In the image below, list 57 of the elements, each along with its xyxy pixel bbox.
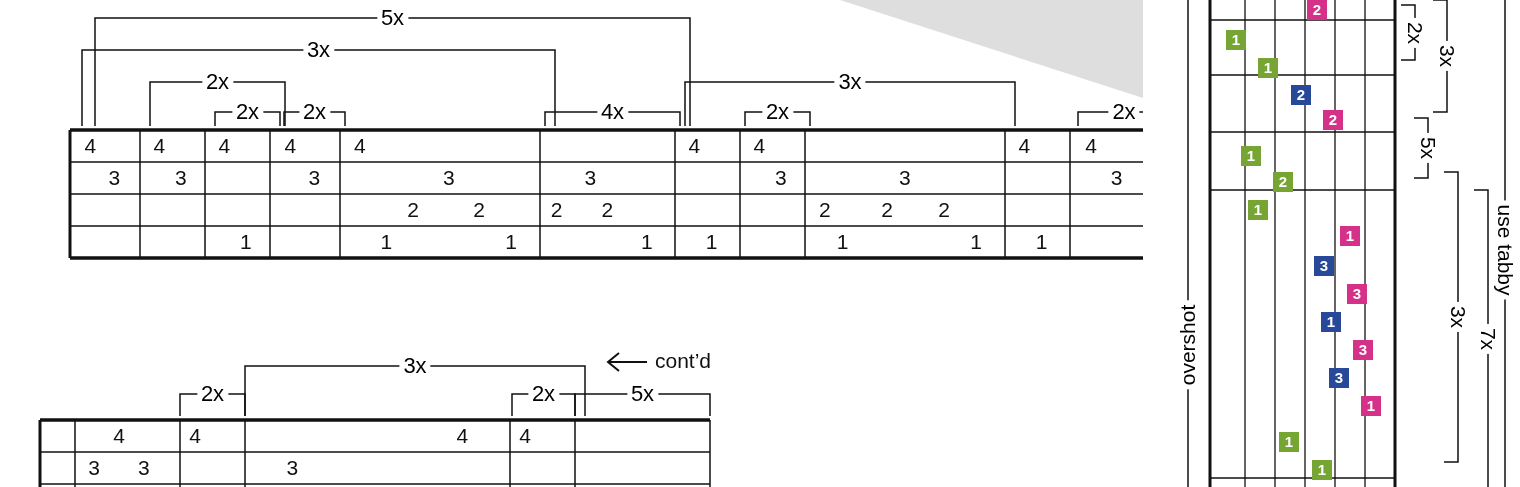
draft-number: 4 [353,135,366,157]
draft-number: 4 [688,135,701,157]
draft-number: 1 [505,231,517,253]
treadling-square: 2 [1323,110,1343,130]
draft-number: 2 [407,199,419,221]
draft-number: 3 [88,457,100,479]
draft-number: 4 [456,425,469,447]
draft-number: 1 [836,231,849,253]
draft-number: 3 [899,167,911,189]
treadling-square: 3 [1353,340,1373,360]
draft-number: 3 [775,167,787,189]
draft-number: 3 [1110,167,1123,189]
draft-number: 2 [818,199,831,221]
draft-number: 1 [380,231,393,253]
draft-number: 3 [175,167,187,189]
draft-number: 2 [938,199,950,221]
treadling-square: 2 [1291,85,1311,105]
treadling-square: 1 [1340,226,1360,246]
draft-number: 2 [473,199,485,221]
draft-number: 4 [1018,135,1031,157]
draft-number: 4 [284,135,297,157]
draft-number: 4 [189,425,201,447]
draft-number: 1 [1035,231,1048,253]
draft-number: 3 [442,167,455,189]
treadling-square: 3 [1329,368,1349,388]
draft-number: 1 [970,231,982,253]
treadling-square: 1 [1248,200,1268,220]
draft-number: 4 [519,425,531,447]
treadling-square: 1 [1226,30,1246,50]
draft-number: 2 [881,199,893,221]
treadling-square: 3 [1314,256,1334,276]
draft-number: 1 [641,231,653,253]
draft-number: 3 [308,167,321,189]
treadling-square: 1 [1361,396,1381,416]
draft-number: 4 [753,135,766,157]
treadling-square: 2 [1273,172,1293,192]
draft-number: 2 [550,199,563,221]
draft-number: 4 [113,425,125,447]
draft-number: 4 [153,135,166,157]
treadling-square: 1 [1321,312,1341,332]
draft-number: 4 [84,135,97,157]
draft-number: 3 [108,167,121,189]
treadling-square: 1 [1279,432,1299,452]
treadling-square: 1 [1241,146,1261,166]
continuation-note: cont’d [655,350,712,372]
treadling-square: 1 [1312,460,1332,480]
draft-number: 2 [601,199,614,221]
draft-number: 1 [705,231,718,253]
treadling-square: 2 [1307,0,1327,20]
draft-number: 4 [218,135,231,157]
treadling-square: 1 [1258,58,1278,78]
draft-number: 3 [138,457,150,479]
draft-number: 1 [240,231,252,253]
treadling-square: 3 [1347,284,1367,304]
draft-number: 3 [286,457,299,479]
draft-number: 4 [1085,135,1097,157]
draft-number: 3 [584,167,597,189]
